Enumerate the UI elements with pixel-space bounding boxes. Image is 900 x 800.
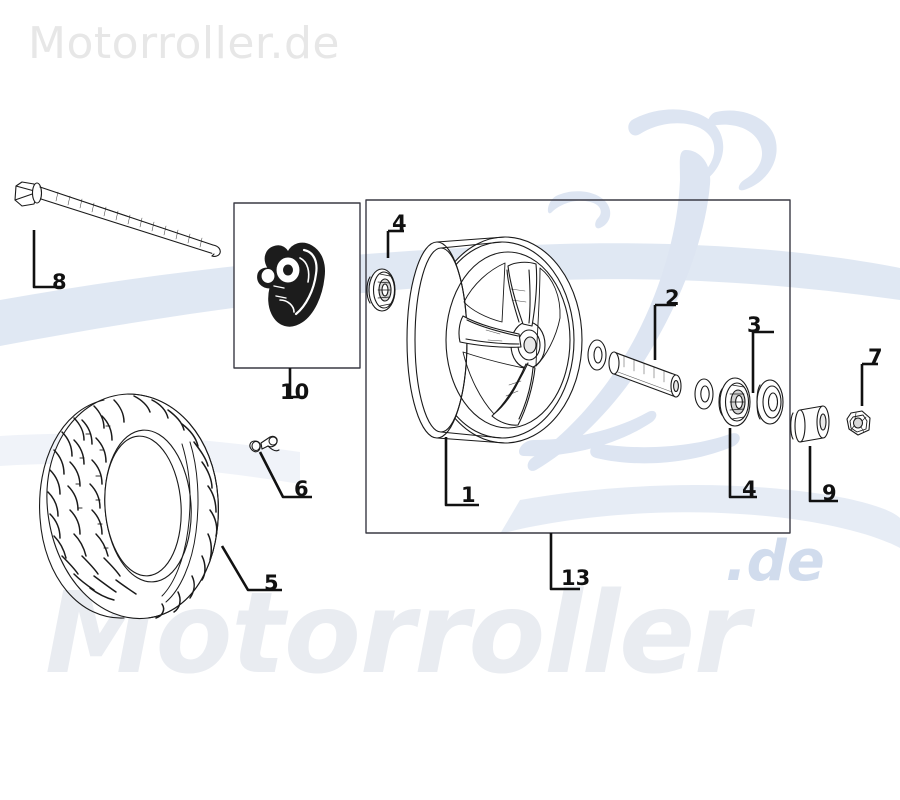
- part-label-13: 13: [561, 566, 591, 590]
- leader-lines: [32, 229, 878, 592]
- watermark-top-text: Motorroller.de: [28, 18, 340, 69]
- watermark-de-text: .de: [725, 529, 824, 594]
- wheel-assembly-box: [365, 199, 791, 534]
- wheel-rim: [406, 236, 583, 444]
- part-label-7: 7: [868, 345, 883, 369]
- axle-nut: [846, 410, 871, 436]
- wheel-ball-bearing-left: [366, 268, 396, 312]
- part-label-8: 8: [52, 270, 67, 294]
- watermark-lower-swoosh: [500, 485, 900, 548]
- part-label-2: 2: [665, 286, 680, 310]
- front-axle-bolt: [14, 181, 221, 257]
- speedometer-drive-gear: [257, 242, 325, 327]
- part-label-6: 6: [294, 477, 309, 501]
- part-label-9: 9: [822, 481, 837, 505]
- axle-collar-bush: [790, 405, 830, 443]
- part-label-5: 5: [264, 571, 279, 595]
- front-tire: [39, 393, 219, 620]
- part-label-1: 1: [461, 483, 476, 507]
- part-label-4-right: 4: [742, 477, 757, 501]
- axle-washer: [694, 378, 714, 410]
- wheel-ball-bearing-right: [718, 377, 751, 427]
- part-label-10: 10: [280, 380, 310, 404]
- part-label-3: 3: [747, 313, 762, 337]
- valve-stem: [249, 435, 280, 453]
- dust-seal-cap: [756, 379, 784, 425]
- part-label-4-left: 4: [392, 211, 407, 235]
- axle-spacer-collar: [587, 339, 682, 398]
